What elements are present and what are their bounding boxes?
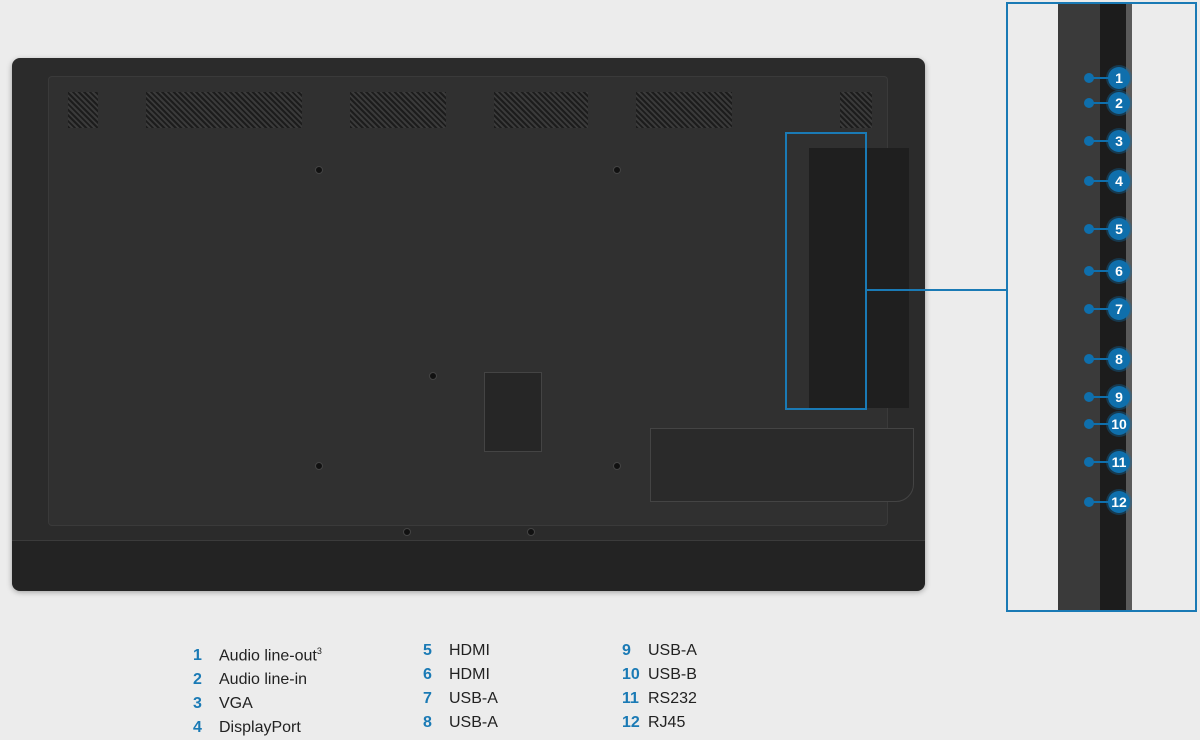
screw (527, 528, 535, 536)
legend-item: 4 DisplayPort (193, 716, 322, 740)
legend-label: Audio line-out (219, 647, 317, 665)
legend-label: Audio line-in (219, 671, 308, 689)
side-view-inset: 1 2 3 4 5 6 7 8 9 10 11 12 (1006, 2, 1197, 612)
legend-label: VGA (219, 695, 253, 713)
legend-item: 11 RS232 (622, 687, 697, 711)
callout-badge: 1 (1108, 67, 1130, 89)
callout-badge: 7 (1108, 298, 1130, 320)
legend-label: RS232 (648, 690, 697, 707)
legend-number: 7 (423, 690, 432, 707)
callout-badge: 11 (1108, 451, 1130, 473)
vesa-screw (315, 462, 323, 470)
legend-number: 2 (193, 671, 202, 689)
port-marker (1084, 354, 1094, 364)
port-marker (1084, 497, 1094, 507)
legend-item: 3 VGA (193, 692, 322, 716)
legend-label: HDMI (449, 666, 490, 683)
callout-line (865, 289, 1006, 291)
footnote-mark: 3 (316, 646, 322, 656)
callout-badge: 12 (1108, 491, 1130, 513)
port-marker (1084, 98, 1094, 108)
port-marker (1084, 73, 1094, 83)
vent (840, 92, 872, 128)
legend-number: 5 (423, 642, 432, 659)
legend-item: 7 USB-A (423, 687, 498, 711)
callout-stem (1090, 358, 1110, 360)
callout-stem (1090, 180, 1110, 182)
cable-cover (650, 428, 914, 502)
callout-stem (1090, 77, 1110, 79)
vesa-screw (613, 166, 621, 174)
vent (494, 92, 588, 128)
port-marker (1084, 304, 1094, 314)
monitor-side (1058, 4, 1102, 610)
legend-label: RJ45 (648, 714, 686, 731)
screw (429, 372, 437, 380)
vent (68, 92, 98, 128)
legend-number: 10 (622, 666, 640, 683)
callout-stem (1090, 270, 1110, 272)
stand-mount (484, 372, 542, 452)
vent (146, 92, 302, 128)
screw (403, 528, 411, 536)
callout-stem (1090, 228, 1110, 230)
callout-stem (1090, 461, 1110, 463)
port-panel (809, 148, 909, 408)
callout-stem (1090, 501, 1110, 503)
callout-stem (1090, 102, 1110, 104)
vesa-screw (613, 462, 621, 470)
port-marker (1084, 266, 1094, 276)
legend-number: 6 (423, 666, 432, 683)
legend-label: HDMI (449, 642, 490, 659)
legend-item: 8 USB-A (423, 711, 498, 735)
callout-badge: 2 (1108, 92, 1130, 114)
port-callout-box (785, 132, 867, 410)
callout-badge: 9 (1108, 386, 1130, 408)
vesa-screw (315, 166, 323, 174)
callout-badge: 5 (1108, 218, 1130, 240)
legend-item: 10 USB-B (622, 663, 697, 687)
legend-col-3: 9 USB-A 10 USB-B 11 RS232 12 RJ45 (622, 639, 697, 735)
legend-number: 11 (622, 690, 639, 707)
port-marker (1084, 392, 1094, 402)
legend-item: 6 HDMI (423, 663, 498, 687)
port-marker (1084, 224, 1094, 234)
callout-stem (1090, 423, 1110, 425)
legend-item: 12 RJ45 (622, 711, 697, 735)
port-marker (1084, 419, 1094, 429)
callout-stem (1090, 396, 1110, 398)
legend-label: USB-B (648, 666, 697, 683)
legend-item: 1 Audio line-out3 (193, 639, 322, 668)
legend-number: 3 (193, 695, 202, 713)
monitor-rear-view (12, 58, 925, 591)
vent (636, 92, 732, 128)
legend-number: 12 (622, 714, 640, 731)
port-marker (1084, 176, 1094, 186)
legend-item: 5 HDMI (423, 639, 498, 663)
legend-number: 9 (622, 642, 631, 659)
legend-item: 2 Audio line-in (193, 668, 322, 692)
legend-number: 4 (193, 719, 202, 737)
legend-label: DisplayPort (219, 719, 301, 737)
vent (350, 92, 446, 128)
port-marker (1084, 457, 1094, 467)
legend-label: USB-A (449, 690, 498, 707)
callout-badge: 8 (1108, 348, 1130, 370)
legend-item: 9 USB-A (622, 639, 697, 663)
legend-label: USB-A (648, 642, 697, 659)
legend-number: 8 (423, 714, 432, 731)
legend-label: USB-A (449, 714, 498, 731)
bottom-band (12, 540, 925, 591)
port-marker (1084, 136, 1094, 146)
callout-badge: 6 (1108, 260, 1130, 282)
callout-stem (1090, 140, 1110, 142)
callout-badge: 4 (1108, 170, 1130, 192)
callout-badge: 10 (1108, 413, 1130, 435)
callout-badge: 3 (1108, 130, 1130, 152)
callout-stem (1090, 308, 1110, 310)
legend-number: 1 (193, 647, 202, 665)
